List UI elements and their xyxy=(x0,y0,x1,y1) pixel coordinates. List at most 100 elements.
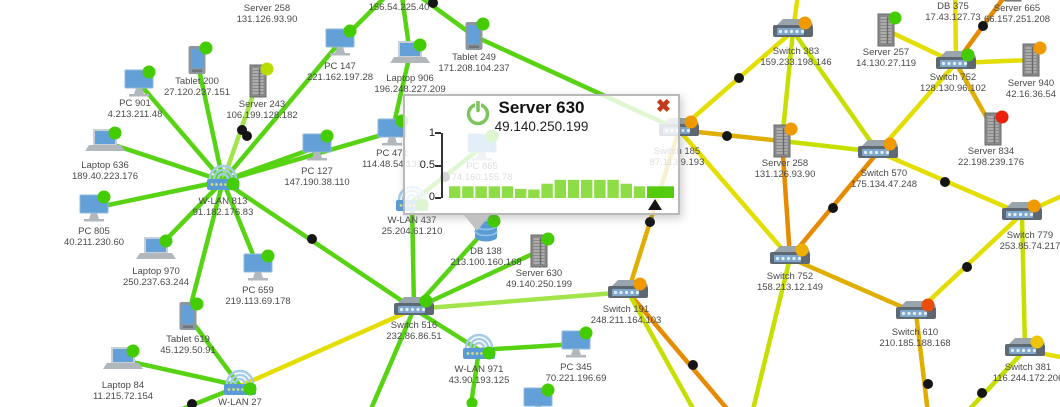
chart-bar xyxy=(515,188,527,198)
device-label: Server 258 xyxy=(762,158,808,169)
device-label: 114.48.54.131 xyxy=(362,159,422,170)
device-label: 147.190.38.110 xyxy=(284,177,349,188)
status-dot xyxy=(579,326,593,340)
device-label: 40.211.230.60 xyxy=(64,237,124,248)
status-dot xyxy=(476,17,490,31)
connection-edge xyxy=(787,255,919,316)
chart-bar xyxy=(647,186,674,198)
connection-edge xyxy=(91,178,226,211)
device-label: Switch 383 xyxy=(773,46,819,57)
device-label: 171.208.104.237 xyxy=(438,63,509,74)
status-dot xyxy=(260,62,274,76)
connection-edge xyxy=(220,178,261,270)
device-label: Server 834 xyxy=(968,146,1014,157)
status-dots-layer xyxy=(97,11,1047,397)
device-label: 232.86.86.51 xyxy=(386,331,441,342)
device-label: 175.134.47.248 xyxy=(851,179,917,190)
device-label: 250.237.63.244 xyxy=(123,277,189,288)
device-label: 221.162.197.28 xyxy=(307,72,373,83)
chart-bar xyxy=(633,186,646,198)
status-dot xyxy=(413,38,427,52)
device-label: Server 243 xyxy=(239,99,285,110)
device-label: PC 805 xyxy=(78,226,110,237)
status-dot xyxy=(795,243,809,257)
status-dot xyxy=(142,65,156,79)
traffic-dots-layer xyxy=(187,0,988,407)
connection-edge xyxy=(411,248,542,312)
status-dot xyxy=(126,344,140,358)
traffic-dot xyxy=(828,203,838,213)
status-dot xyxy=(320,129,334,143)
traffic-dot xyxy=(977,388,987,398)
traffic-dot xyxy=(688,360,698,370)
traffic-dot xyxy=(428,0,438,8)
connection-edge xyxy=(952,0,959,66)
connection-edge xyxy=(476,341,579,353)
status-dot xyxy=(159,234,173,248)
power-icon xyxy=(466,101,490,126)
traffic-dot xyxy=(187,399,197,407)
device-label: DB 138 xyxy=(470,246,502,257)
chart-bar xyxy=(528,189,540,198)
device-label: Server 258 xyxy=(244,3,290,14)
device-label: 17.43.127.73 xyxy=(925,12,980,23)
popup-close-button[interactable]: ✖ xyxy=(655,96,671,116)
device-label: W-LAN 437 xyxy=(388,215,437,226)
chart-y-tick xyxy=(435,164,441,167)
connection-edge xyxy=(676,127,793,261)
chart-bar xyxy=(607,179,619,198)
chart-bar xyxy=(501,186,514,198)
device-label: Switch 516 xyxy=(391,320,437,331)
traffic-dot xyxy=(734,73,744,83)
device-label: W-LAN 971 xyxy=(455,364,504,375)
connection-edge xyxy=(411,289,631,312)
connection-edge xyxy=(409,199,417,312)
chart-bar xyxy=(581,179,593,198)
device-label: 4.213.211.48 xyxy=(108,109,163,120)
chart-y-tick xyxy=(435,197,441,199)
status-dot xyxy=(1030,335,1044,349)
scroll-up-arrow-icon[interactable] xyxy=(648,199,662,210)
device-label: 11.215.72.154 xyxy=(93,391,153,402)
device-server-665[interactable] xyxy=(1004,0,1022,2)
connection-edge xyxy=(968,347,1028,407)
device-label: Switch 570 xyxy=(861,168,907,179)
device-label: 131.126.93.90 xyxy=(237,14,298,25)
device-label: 66.157.251.208 xyxy=(984,14,1050,25)
device-label: 248.211.164.103 xyxy=(591,315,662,326)
device-label: Switch 779 xyxy=(1007,230,1053,241)
device-label: Switch 752 xyxy=(930,72,976,83)
connection-edge xyxy=(875,149,1025,217)
device-label: Laptop 636 xyxy=(81,160,129,171)
connection-edge xyxy=(369,306,417,407)
connection-edge xyxy=(185,178,226,319)
device-label: 213.100.160.168 xyxy=(450,257,521,268)
device-label: Switch 610 xyxy=(892,327,938,338)
device-label: PC 471 xyxy=(376,148,408,159)
chart-y-tick-label: 0 xyxy=(428,191,435,203)
status-disc xyxy=(466,397,478,407)
device-tablet-200[interactable] xyxy=(188,46,206,74)
device-label: 22.198.239.176 xyxy=(958,157,1024,168)
device-label: PC 147 xyxy=(324,61,356,72)
traffic-dot xyxy=(978,21,988,31)
status-dot xyxy=(1033,41,1047,55)
device-label: PC 127 xyxy=(301,166,333,177)
device-tablet-619[interactable] xyxy=(179,302,197,330)
connection-edge xyxy=(220,39,343,184)
device-label: Server 257 xyxy=(863,47,909,58)
connection-edge xyxy=(420,0,477,39)
device-label: Tablet 200 xyxy=(175,76,219,87)
device-label: 131.126.93.90 xyxy=(755,169,816,180)
device-tablet-249[interactable] xyxy=(465,22,483,50)
status-dot xyxy=(961,48,975,62)
chart-bar xyxy=(554,179,566,198)
chart-bar xyxy=(475,186,487,198)
connection-edge xyxy=(181,383,243,407)
connection-edge xyxy=(790,28,881,155)
device-label: 70.221.196.69 xyxy=(546,373,607,384)
chart-bar xyxy=(594,179,606,198)
